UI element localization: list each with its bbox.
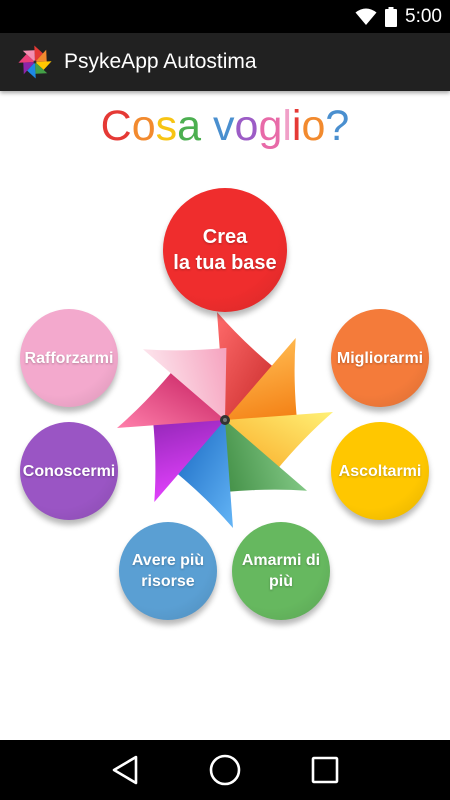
ascoltarmi-button[interactable]: Ascoltarmi — [331, 422, 429, 520]
back-icon — [112, 755, 138, 785]
heading-letter: g — [258, 102, 283, 150]
pinwheel-image — [117, 312, 333, 528]
wifi-icon — [355, 8, 377, 25]
more-resources-label: Avere più risorse — [131, 552, 205, 590]
create-base-button[interactable]: Crea la tua base — [163, 188, 287, 312]
conoscermi-label: Conoscermi — [22, 462, 116, 480]
love-myself-label: Amarmi di più — [241, 552, 321, 590]
recents-button[interactable] — [295, 740, 355, 800]
heading-letter: o — [234, 102, 259, 150]
heading-letter: i — [291, 102, 302, 150]
navigation-bar — [0, 740, 450, 800]
create-base-label: Crea la tua base — [173, 226, 277, 274]
conoscermi-button[interactable]: Conoscermi — [20, 422, 118, 520]
recents-icon — [311, 756, 339, 784]
heading-letter: l — [282, 102, 292, 150]
more-resources-button[interactable]: Avere più risorse — [119, 522, 217, 620]
heading-letter — [201, 100, 213, 152]
home-button[interactable] — [195, 740, 255, 800]
heading-letter: a — [177, 102, 202, 150]
status-bar: 5:00 — [0, 0, 450, 33]
page-heading: Cosa voglio? — [0, 100, 450, 152]
heading-letter: v — [213, 102, 235, 150]
love-myself-button[interactable]: Amarmi di più — [232, 522, 330, 620]
rafforzarmi-button[interactable]: Rafforzarmi — [20, 309, 118, 407]
home-icon — [209, 754, 241, 786]
ascoltarmi-label: Ascoltarmi — [338, 462, 422, 480]
heading-letter: o — [131, 102, 156, 150]
status-icons: 5:00 — [355, 0, 442, 33]
battery-icon — [385, 6, 398, 27]
status-time: 5:00 — [405, 5, 442, 27]
heading-letter: s — [155, 102, 178, 150]
rafforzarmi-label: Rafforzarmi — [24, 349, 114, 367]
migliorarmi-button[interactable]: Migliorarmi — [331, 309, 429, 407]
pinwheel-icon[interactable] — [17, 44, 53, 80]
heading-letter: o — [301, 102, 326, 150]
heading-letter: ? — [325, 102, 350, 150]
app-title: PsykeApp Autostima — [64, 50, 257, 73]
migliorarmi-label: Migliorarmi — [336, 349, 424, 367]
back-button[interactable] — [95, 740, 155, 800]
heading-letter: C — [100, 102, 132, 150]
action-bar: PsykeApp Autostima — [0, 33, 450, 91]
